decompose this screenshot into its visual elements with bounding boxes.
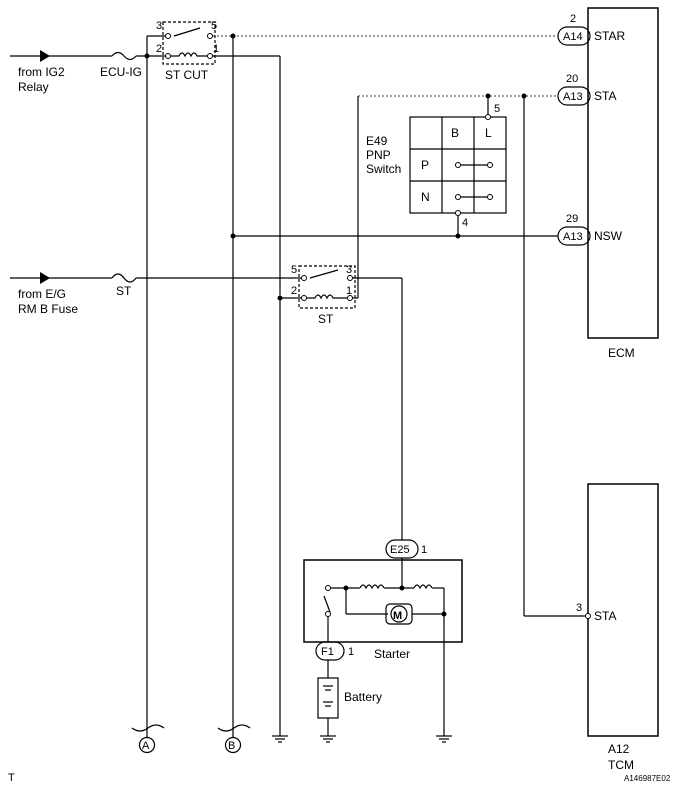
eg-label-2: RM B Fuse	[18, 302, 78, 316]
ground-symbol-starter	[436, 735, 452, 743]
pnp-row-n: N	[421, 190, 430, 204]
motor-icon: M	[393, 610, 402, 622]
a14-connector-label: A14	[563, 31, 583, 43]
e25-connector-label: E25	[390, 544, 410, 556]
ecu-ig-fuse-label: ECU-IG	[100, 65, 142, 79]
battery-icon	[317, 677, 339, 719]
sta-pin-number: 20	[566, 73, 578, 85]
ecm-label: ECM	[608, 346, 635, 360]
battery-connector-f1	[315, 641, 345, 661]
pnp-col-b: B	[451, 126, 459, 140]
tcm-sta-name: STA	[594, 609, 616, 623]
st-pin-1: 1	[346, 285, 352, 297]
st-cut-relay	[162, 21, 216, 65]
st-relay-label: ST	[318, 312, 334, 326]
st-cut-pin-1: 1	[213, 43, 219, 55]
f1-pin-number: 1	[348, 646, 354, 658]
pnp-name-2: Switch	[366, 162, 401, 176]
pnp-switch-grid	[409, 116, 507, 214]
a13-nsw-connector-label: A13	[563, 231, 583, 243]
st-cut-label: ST CUT	[165, 68, 209, 82]
ecm-box	[587, 7, 659, 339]
st-cut-pin-2: 2	[156, 43, 162, 55]
ig2-label-1: from IG2	[18, 65, 65, 79]
tcm-box	[587, 483, 659, 737]
starter-internals	[323, 584, 445, 642]
e25-pin-number: 1	[421, 544, 427, 556]
tcm-label: TCM	[608, 758, 634, 772]
starter-box	[303, 559, 463, 643]
eg-label-1: from E/G	[18, 287, 66, 301]
nsw-pin-number: 29	[566, 213, 578, 225]
pnp-pin-4: 4	[462, 217, 468, 229]
st-pin-3: 3	[346, 264, 352, 276]
star-terminal-name: STAR	[594, 29, 625, 43]
ground-b-icon	[224, 736, 242, 754]
starter-label: Starter	[374, 647, 410, 661]
battery-label: Battery	[344, 690, 382, 704]
ecm-connector-a13-sta	[557, 86, 591, 106]
st-fuse-icon	[111, 273, 137, 283]
footer-left: T	[8, 772, 15, 784]
tcm-sta-pin: 3	[576, 602, 582, 614]
pnp-col-l: L	[485, 126, 492, 140]
pnp-name-1: PNP	[366, 148, 391, 162]
pnp-id: E49	[366, 134, 388, 148]
ecu-ig-fuse-icon	[111, 51, 137, 61]
ground-a-icon	[138, 736, 156, 754]
st-pin-2: 2	[291, 285, 297, 297]
ground-a-label: A	[142, 740, 150, 752]
star-pin-number: 2	[570, 13, 576, 25]
st-fuse-label: ST	[116, 284, 132, 298]
ecm-connector-a13-nsw	[557, 226, 591, 246]
pnp-row-p: P	[421, 158, 429, 172]
nsw-terminal-name: NSW	[594, 229, 623, 243]
tcm-id: A12	[608, 742, 630, 756]
ground-symbol-battery	[320, 735, 336, 743]
ground-symbol-st	[272, 735, 288, 743]
ig2-label-2: Relay	[18, 80, 49, 94]
ground-b-label: B	[228, 740, 235, 752]
ecm-connector-a14	[557, 26, 591, 46]
st-cut-pin-3: 3	[156, 20, 162, 32]
sta-terminal-name: STA	[594, 89, 616, 103]
st-relay	[298, 265, 356, 309]
footer-right: A146987E02	[624, 774, 671, 783]
st-pin-5: 5	[291, 264, 297, 276]
pnp-pin-5: 5	[494, 103, 500, 115]
f1-connector-label: F1	[321, 646, 334, 658]
a13-sta-connector-label: A13	[563, 91, 583, 103]
st-cut-pin-5: 5	[211, 20, 217, 32]
